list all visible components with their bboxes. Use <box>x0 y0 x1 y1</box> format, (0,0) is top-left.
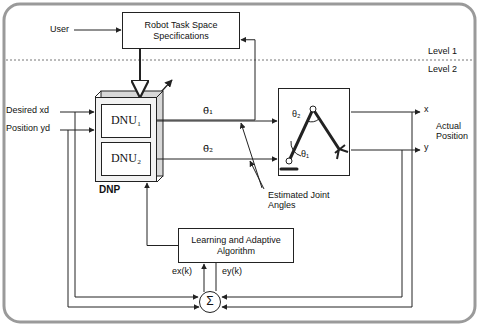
network-box: DNPDNU₁DNU₂ <box>95 97 157 182</box>
user-arrow <box>74 30 121 31</box>
signal-label: Position yd <box>6 123 50 133</box>
neuron-unit: DNU₂ <box>101 142 151 176</box>
edge-group <box>140 49 141 96</box>
leader-arrow <box>250 161 264 189</box>
node-text: θ₁ <box>301 149 309 159</box>
edge-group <box>204 264 205 292</box>
wires <box>60 30 420 307</box>
connector <box>139 49 141 96</box>
node-text: Robot Task Space Specifications <box>127 20 235 41</box>
output-arrow <box>351 112 420 113</box>
connector <box>151 121 277 122</box>
error-label: ex(k) <box>172 266 192 276</box>
node-text: Learning and Adaptive Algorithm <box>182 235 290 256</box>
signal-label: y <box>424 142 429 152</box>
node-text: DNU₂ <box>111 152 141 166</box>
frame <box>4 4 475 322</box>
level-label: Level 1 <box>428 46 457 56</box>
node-text: Σ <box>206 295 213 309</box>
dnp-depth <box>95 91 163 182</box>
input-label: User <box>50 24 69 34</box>
output-label: Actual Position <box>436 121 474 142</box>
input-arrow <box>60 130 94 131</box>
annotation: Estimated Joint Angles <box>268 190 350 211</box>
spec-box: Robot Task Space Specifications <box>122 12 240 49</box>
signal-label: Desired xd <box>6 105 49 115</box>
edge-group <box>151 159 277 160</box>
connector <box>157 40 255 120</box>
node-text: θ₂ <box>292 109 301 119</box>
edge-group <box>151 121 277 122</box>
desired-feedback <box>68 130 199 307</box>
error-label: ey(k) <box>222 266 242 276</box>
summing-junction: Σ <box>199 291 221 313</box>
edge-group <box>157 40 255 120</box>
connector <box>204 264 205 292</box>
input-arrow <box>60 112 94 113</box>
output-arrow <box>351 150 420 151</box>
edge-label: θ̄₁ <box>202 105 214 116</box>
robot-arm-drawing <box>279 89 349 175</box>
level-divider <box>6 60 473 61</box>
connector <box>147 183 178 246</box>
connector <box>151 159 277 160</box>
node-text: DNP <box>99 184 120 196</box>
robot-arm-box: θ₁ θ₂ <box>278 88 350 176</box>
signal-label: x <box>424 104 429 114</box>
node-text: DNU₁ <box>111 114 141 128</box>
neuron-unit: DNU₁ <box>101 104 151 138</box>
edge-label: θ̄₂ <box>202 143 214 154</box>
level-label: Level 2 <box>428 64 457 74</box>
algorithm-box: Learning and Adaptive Algorithm <box>178 228 294 263</box>
edge-group <box>147 183 178 246</box>
